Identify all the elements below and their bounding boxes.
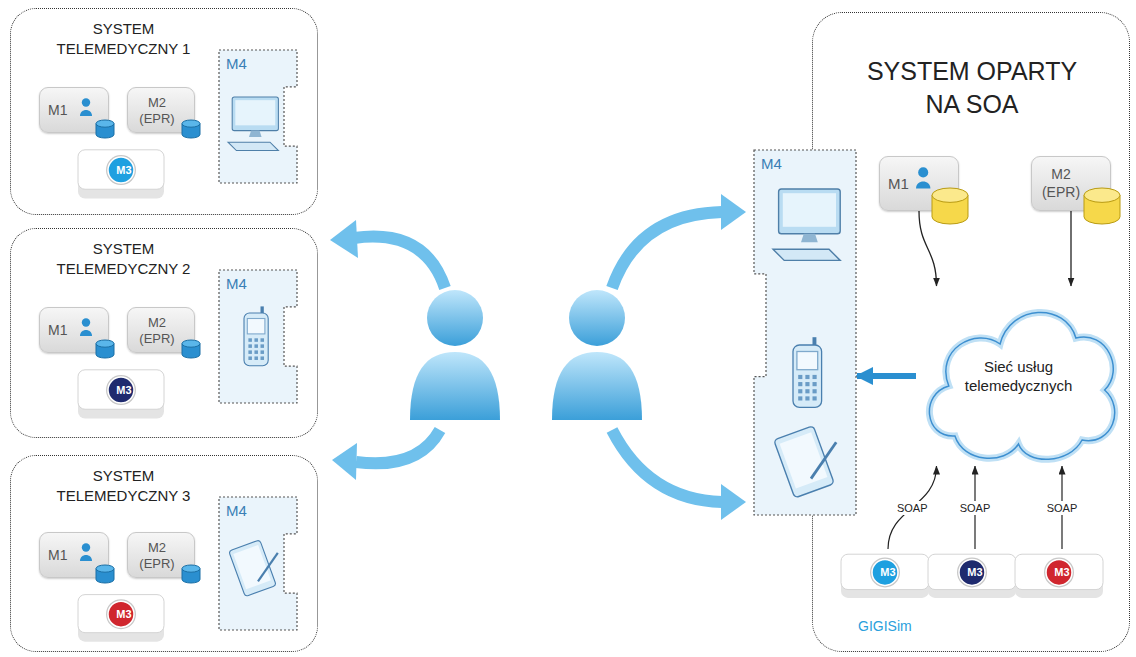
module-box: M2 (EPR) [127,532,195,578]
panel-label: M4 [226,55,256,72]
node-icon [128,533,196,579]
device-module: M3 [76,144,172,202]
system-box: SYSTEM TELEMEDYCZNY 3 M1 M2 (EPR) M3 M4 [10,455,318,652]
system-box: SYSTEM TELEMEDYCZNY 1 M1 M2 (EPR) M3 M4 [10,8,318,215]
user-figure [552,290,642,420]
module-badge-label: M3 [76,383,172,397]
module-badge-label: M3 [926,565,1024,579]
module-label: M2 (EPR) [134,540,180,573]
user-arrow [612,194,746,288]
module-box: M2 (EPR) [127,307,195,353]
connector-arrow [1070,211,1071,286]
node-icon [128,88,196,134]
soa-system-box: SYSTEM OPARTY NA SOAM4M1M2 (EPR)Sieć usł… [812,12,1130,652]
system-title: SYSTEM TELEMEDYCZNY 1 [41,19,206,58]
protocol-label: SOAP [957,501,994,515]
user-arrow [332,430,440,480]
user-figure [410,290,500,420]
module-badge-label: M3 [76,163,172,177]
interface-panel: M4 [753,149,857,516]
node-icon [128,308,196,354]
panel-label: M4 [226,502,256,519]
system-title: SYSTEM TELEMEDYCZNY 2 [41,239,206,278]
interface-panel: M4 [218,496,298,631]
module-box: M2 (EPR) [127,87,195,133]
device-module: M3 [926,549,1024,601]
panel-label: M4 [226,275,256,292]
system-name-label: GIGISim [858,618,912,634]
device-module: M3 [839,549,937,601]
panel-label: M4 [761,155,791,172]
cloud-label: Sieć usług telemedycznych [954,357,1084,396]
module-label: M1 [888,175,914,192]
module-box: M2 (EPR) [1031,156,1111,211]
module-badge-label: M3 [76,607,172,621]
module-label: M2 (EPR) [134,315,180,348]
service-cloud: Sieć usług telemedycznych [916,286,1121,466]
module-label: M2 (EPR) [1038,166,1084,201]
node-icon [753,149,857,516]
node-icon [916,286,1121,466]
interface-panel: M4 [218,49,298,184]
protocol-label: SOAP [1044,501,1081,515]
module-label: M1 [48,322,74,338]
module-label: M1 [48,102,74,118]
protocol-label: SOAP [894,501,931,515]
user-arrow [612,430,746,520]
module-label: M2 (EPR) [134,95,180,128]
module-badge-label: M3 [1013,565,1111,579]
device-module: M3 [76,589,172,645]
module-box: M1 [39,532,109,578]
system-title: SYSTEM OPARTY NA SOA [852,55,1092,120]
module-box: M1 [39,307,109,353]
interface-panel: M4 [218,269,298,404]
system-box: SYSTEM TELEMEDYCZNY 2 M1 M2 (EPR) M3 M4 [10,228,318,438]
user-arrow [330,220,445,288]
connector-arrow [857,373,916,379]
module-label: M1 [48,547,74,563]
device-module: M3 [76,364,172,422]
module-box: M1 [879,156,959,211]
connector-arrow [888,466,937,549]
connector-arrow [919,211,937,286]
device-module: M3 [1013,549,1111,601]
system-title: SYSTEM TELEMEDYCZNY 3 [41,466,206,505]
module-box: M1 [39,87,109,133]
module-badge-label: M3 [839,565,937,579]
